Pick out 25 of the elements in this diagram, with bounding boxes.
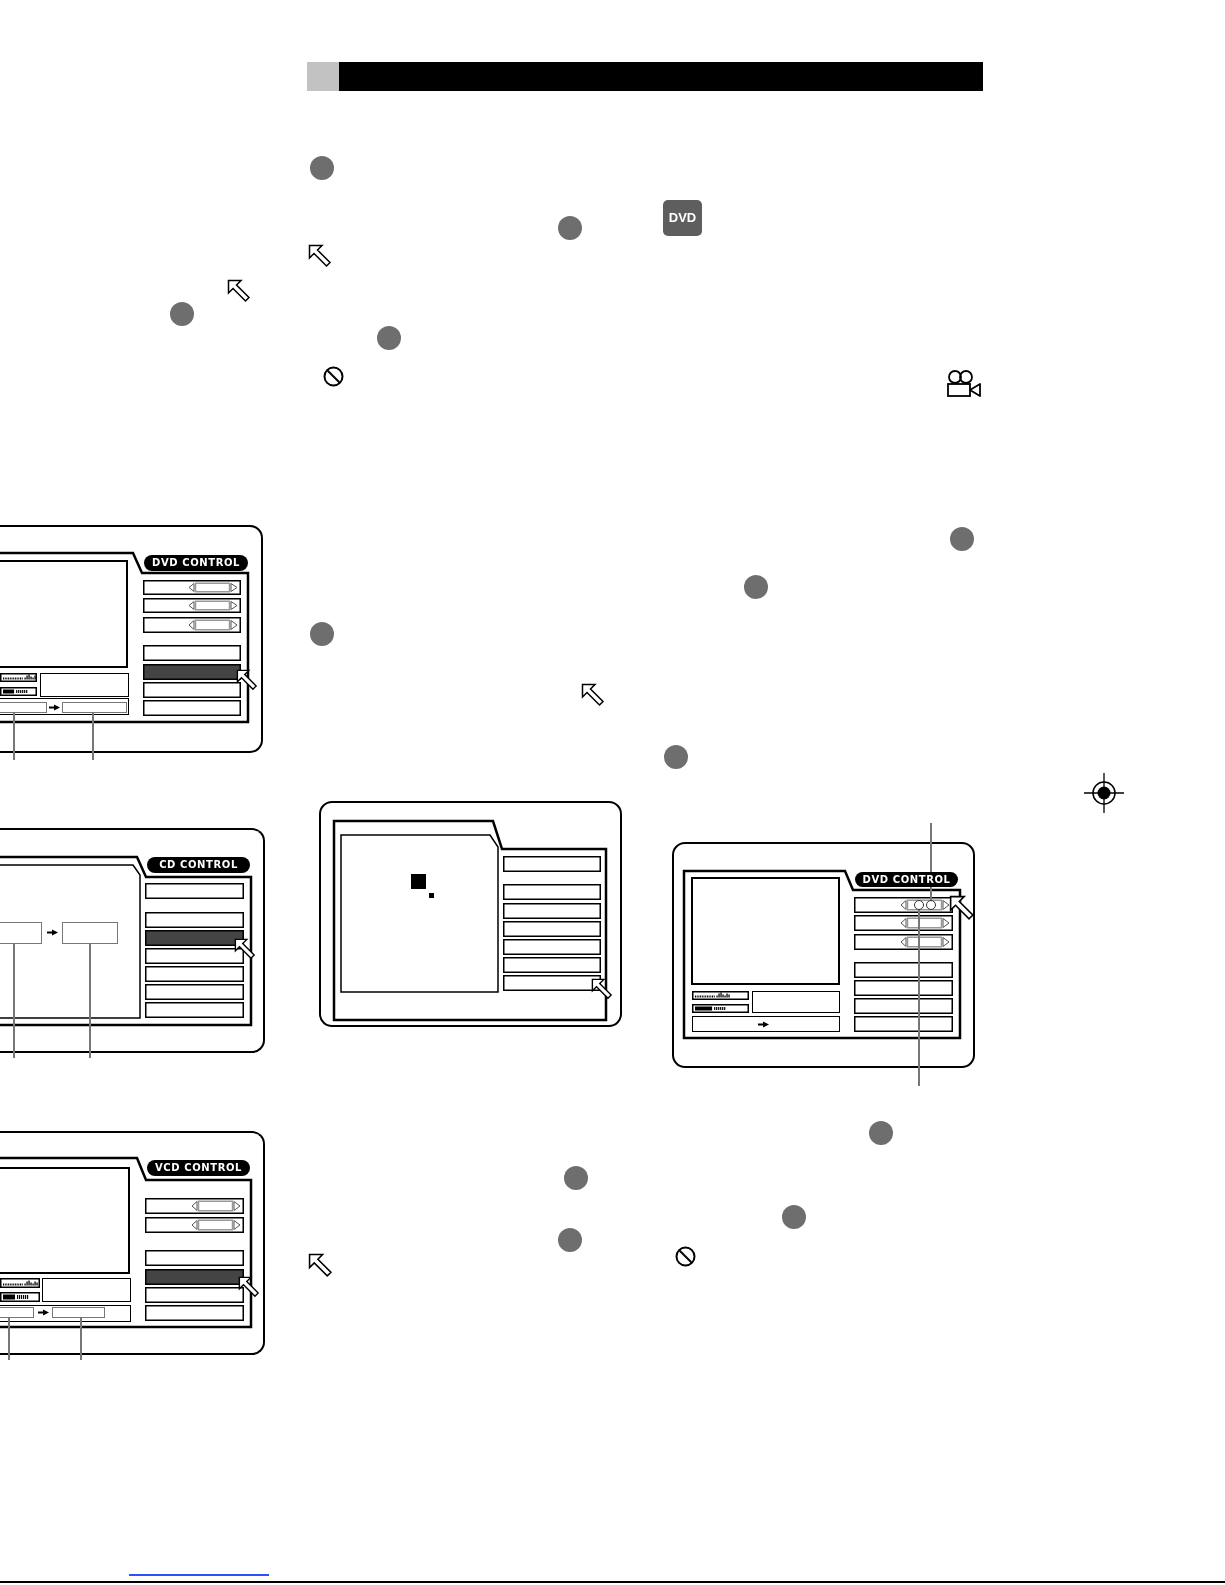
osd-screen bbox=[0, 1131, 265, 1355]
leader-line bbox=[8, 1317, 10, 1361]
leader-line bbox=[80, 1317, 82, 1361]
title-tab: VCD CONTROL bbox=[147, 1160, 250, 1176]
format-badge: DVD bbox=[663, 200, 702, 236]
ring-icon bbox=[914, 900, 924, 910]
time-field bbox=[0, 702, 47, 713]
title-tab: DVD CONTROL bbox=[855, 872, 958, 887]
leader-line bbox=[13, 943, 15, 1059]
title-tab: DVD CONTROL bbox=[144, 555, 248, 571]
osd-screen bbox=[319, 801, 622, 1027]
leader-line bbox=[13, 712, 15, 761]
osd-screen bbox=[0, 828, 265, 1053]
time-field bbox=[52, 1307, 105, 1318]
ring-icon bbox=[926, 900, 936, 910]
leader-line bbox=[89, 943, 91, 1059]
osd-screen bbox=[672, 842, 975, 1068]
time-field bbox=[0, 1307, 34, 1318]
osd-screen bbox=[0, 525, 263, 753]
time-field bbox=[0, 922, 42, 944]
time-field bbox=[62, 922, 118, 944]
title-tab: CD CONTROL bbox=[147, 857, 250, 873]
leader-line bbox=[92, 712, 94, 761]
leader-line bbox=[918, 909, 920, 1087]
time-field bbox=[62, 702, 127, 713]
